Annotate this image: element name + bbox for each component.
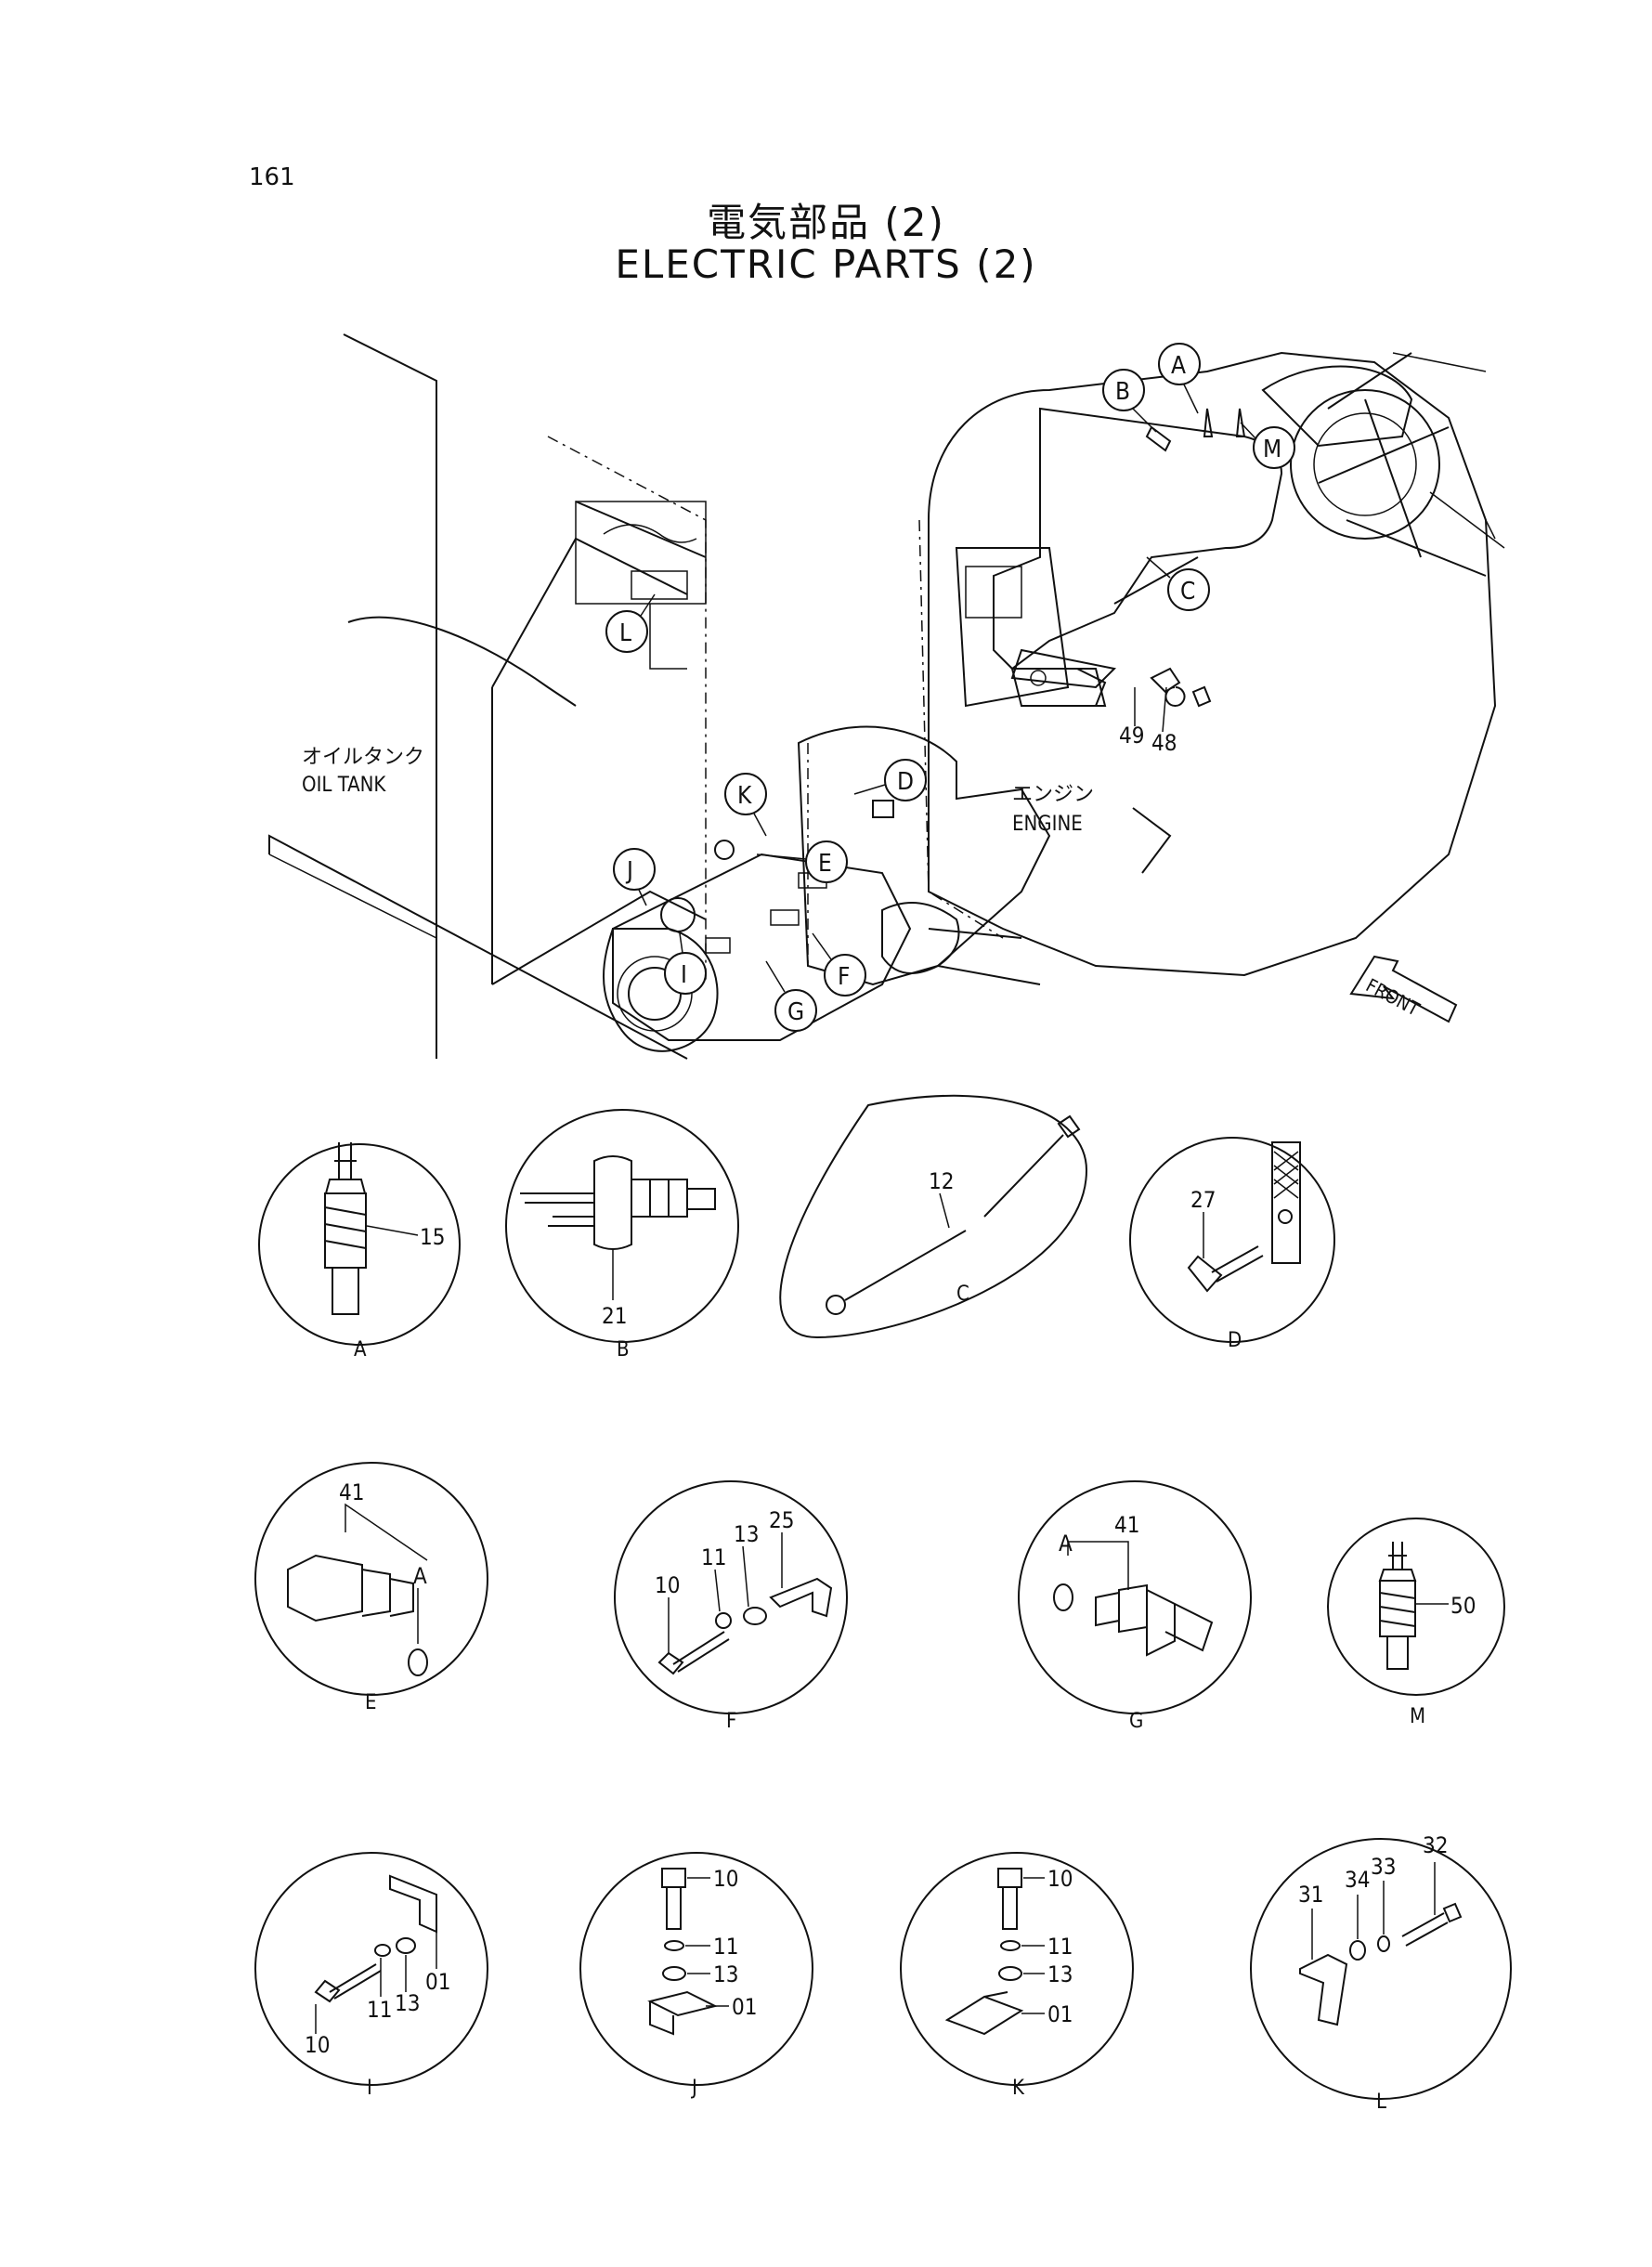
svg-text:G: G xyxy=(787,998,804,1026)
part-number-48: 48 xyxy=(1151,730,1177,756)
callout-F[interactable]: F xyxy=(812,932,866,997)
callout-C[interactable]: C xyxy=(1146,556,1210,611)
svg-text:F: F xyxy=(838,963,850,991)
detail-J-part-13: 13 xyxy=(713,1961,738,1987)
callout-G[interactable]: G xyxy=(765,960,817,1032)
svg-text:A: A xyxy=(1171,352,1186,380)
engine-label-jp: エンジン xyxy=(1012,783,1094,806)
detail-F-part-11: 11 xyxy=(701,1544,726,1570)
title-japanese: 電気部品 (2) xyxy=(707,200,945,245)
detail-I-part-01: 01 xyxy=(425,1969,450,1995)
detail-I-letter: I xyxy=(367,2077,372,2100)
detail-F: 10 11 13 25 F xyxy=(614,1480,848,1733)
detail-D-letter: D xyxy=(1228,1329,1242,1352)
detail-A: 15 A xyxy=(258,1142,461,1362)
front-label: FRONT xyxy=(1362,974,1424,1022)
svg-text:B: B xyxy=(1115,378,1130,406)
oil-tank-label-jp: オイルタンク xyxy=(302,746,424,769)
detail-L-part-33: 33 xyxy=(1371,1854,1396,1880)
detail-E-part-A: A xyxy=(413,1563,427,1589)
page-number: 161 xyxy=(249,163,295,191)
engine-label-en: ENGINE xyxy=(1012,813,1083,836)
detail-K-part-13: 13 xyxy=(1047,1961,1073,1987)
detail-L-part-34: 34 xyxy=(1345,1867,1370,1893)
callout-J[interactable]: J xyxy=(613,848,656,906)
svg-text:D: D xyxy=(897,768,914,796)
svg-text:M: M xyxy=(1263,436,1281,463)
engine-drawing xyxy=(603,351,1505,1052)
detail-B-letter: B xyxy=(617,1338,630,1362)
svg-text:E: E xyxy=(818,850,832,878)
callout-A[interactable]: A xyxy=(1158,343,1201,414)
callout-B[interactable]: B xyxy=(1102,369,1157,433)
detail-B-part-21: 21 xyxy=(602,1303,627,1329)
detail-K-part-01: 01 xyxy=(1047,2001,1073,2027)
detail-M-letter: M xyxy=(1410,1705,1425,1728)
detail-L-part-31: 31 xyxy=(1298,1882,1323,1908)
detail-K-part-11: 11 xyxy=(1047,1934,1073,1960)
detail-I-part-13: 13 xyxy=(395,1990,420,2016)
oil-tank-label-en: OIL TANK xyxy=(302,774,386,797)
detail-C-part-12: 12 xyxy=(929,1168,954,1194)
detail-D: 27 D xyxy=(1129,1137,1335,1352)
detail-L-letter: L xyxy=(1376,2091,1386,2114)
callout-E[interactable]: E xyxy=(756,840,848,883)
detail-E: 41 A E xyxy=(254,1462,488,1714)
title-english: ELECTRIC PARTS (2) xyxy=(615,241,1037,287)
detail-F-part-10: 10 xyxy=(655,1572,680,1598)
front-arrow: FRONT xyxy=(1349,955,1458,1023)
part-number-49: 49 xyxy=(1119,723,1144,749)
svg-text:L: L xyxy=(619,619,631,647)
detail-F-letter: F xyxy=(726,1710,736,1733)
detail-K: 10 11 13 01 K xyxy=(900,1852,1134,2100)
detail-J-part-10: 10 xyxy=(713,1866,738,1892)
svg-text:C: C xyxy=(1180,578,1195,606)
callout-I[interactable]: I xyxy=(664,932,707,995)
detail-M: 50 M xyxy=(1327,1518,1505,1728)
detail-L: 31 34 33 32 L xyxy=(1250,1832,1512,2114)
detail-K-part-10: 10 xyxy=(1047,1866,1073,1892)
detail-E-part-41: 41 xyxy=(339,1479,364,1505)
detail-F-part-25: 25 xyxy=(769,1507,794,1533)
detail-G-part-41: 41 xyxy=(1114,1512,1139,1538)
callout-L[interactable]: L xyxy=(605,593,656,653)
detail-A-letter: A xyxy=(354,1338,367,1362)
detail-D-part-27: 27 xyxy=(1190,1187,1216,1213)
detail-B: 21 B xyxy=(505,1109,739,1362)
detail-I-part-11: 11 xyxy=(367,1997,392,2023)
detail-J-part-11: 11 xyxy=(713,1934,738,1960)
detail-J: 10 11 13 01 J xyxy=(579,1852,813,2100)
detail-A-part-15: 15 xyxy=(420,1224,445,1250)
detail-M-part-50: 50 xyxy=(1450,1593,1476,1619)
detail-K-letter: K xyxy=(1012,2077,1025,2100)
detail-C-letter: C xyxy=(956,1283,969,1306)
detail-I: 10 11 13 01 I xyxy=(254,1852,488,2100)
oil-tank-drawing xyxy=(268,333,707,1060)
detail-J-letter: J xyxy=(690,2077,697,2100)
detail-L-part-32: 32 xyxy=(1423,1832,1448,1858)
detail-G-letter: G xyxy=(1129,1710,1143,1733)
svg-text:J: J xyxy=(625,857,633,885)
detail-F-part-13: 13 xyxy=(734,1521,759,1547)
detail-I-part-10: 10 xyxy=(305,2032,330,2058)
detail-G-part-A: A xyxy=(1059,1531,1073,1557)
detail-G: A 41 G xyxy=(1018,1480,1252,1733)
detail-E-letter: E xyxy=(365,1691,377,1714)
detail-J-part-01: 01 xyxy=(732,1994,757,2020)
callout-D[interactable]: D xyxy=(853,759,927,801)
detail-C: 12 C xyxy=(779,1094,1088,1339)
callout-M[interactable]: M xyxy=(1240,422,1295,469)
callout-K[interactable]: K xyxy=(724,773,767,837)
svg-text:I: I xyxy=(681,961,687,989)
svg-text:K: K xyxy=(737,782,752,810)
